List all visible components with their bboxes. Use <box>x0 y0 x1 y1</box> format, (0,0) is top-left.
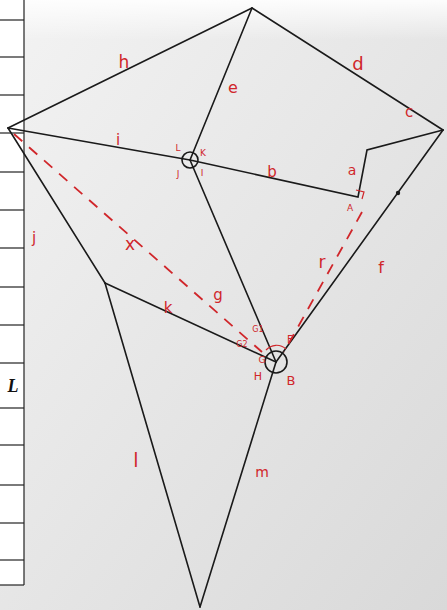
angle-arcs <box>266 190 364 350</box>
segment-label: m <box>255 465 269 479</box>
segment-label: e <box>228 80 238 96</box>
figure-lines <box>8 8 443 607</box>
point-dot <box>396 191 400 195</box>
segment-label: L <box>175 144 180 153</box>
segment-label: G <box>259 356 266 365</box>
segment-label: a <box>348 163 357 177</box>
segment-label: K <box>200 149 206 158</box>
segment-label: i <box>116 133 120 148</box>
segment-label: B <box>287 374 296 387</box>
segment-label: g <box>213 288 223 303</box>
dashed-diagonals <box>14 134 362 352</box>
segment-label: I <box>201 169 204 178</box>
segment-label: r <box>319 254 326 271</box>
segment-label: H <box>254 371 262 382</box>
segment-label: h <box>119 54 130 71</box>
segment-label: f <box>378 260 384 276</box>
segment-label: G1 <box>252 326 263 334</box>
segment-label: b <box>267 165 277 180</box>
segment-label: G2 <box>236 341 247 349</box>
light-glare <box>0 0 447 40</box>
segment-label: j <box>32 231 36 246</box>
segment-label: A <box>347 204 353 213</box>
segment-label: c <box>405 105 413 120</box>
table-fragment <box>0 0 24 585</box>
segment-label: F <box>287 335 293 345</box>
segment-label: x <box>125 236 135 253</box>
segment-label: d <box>352 55 363 73</box>
segment-label: k <box>164 301 173 316</box>
segment-label: l <box>133 451 138 470</box>
table-cell-text: L <box>8 377 19 395</box>
segment-label: J <box>177 170 180 179</box>
